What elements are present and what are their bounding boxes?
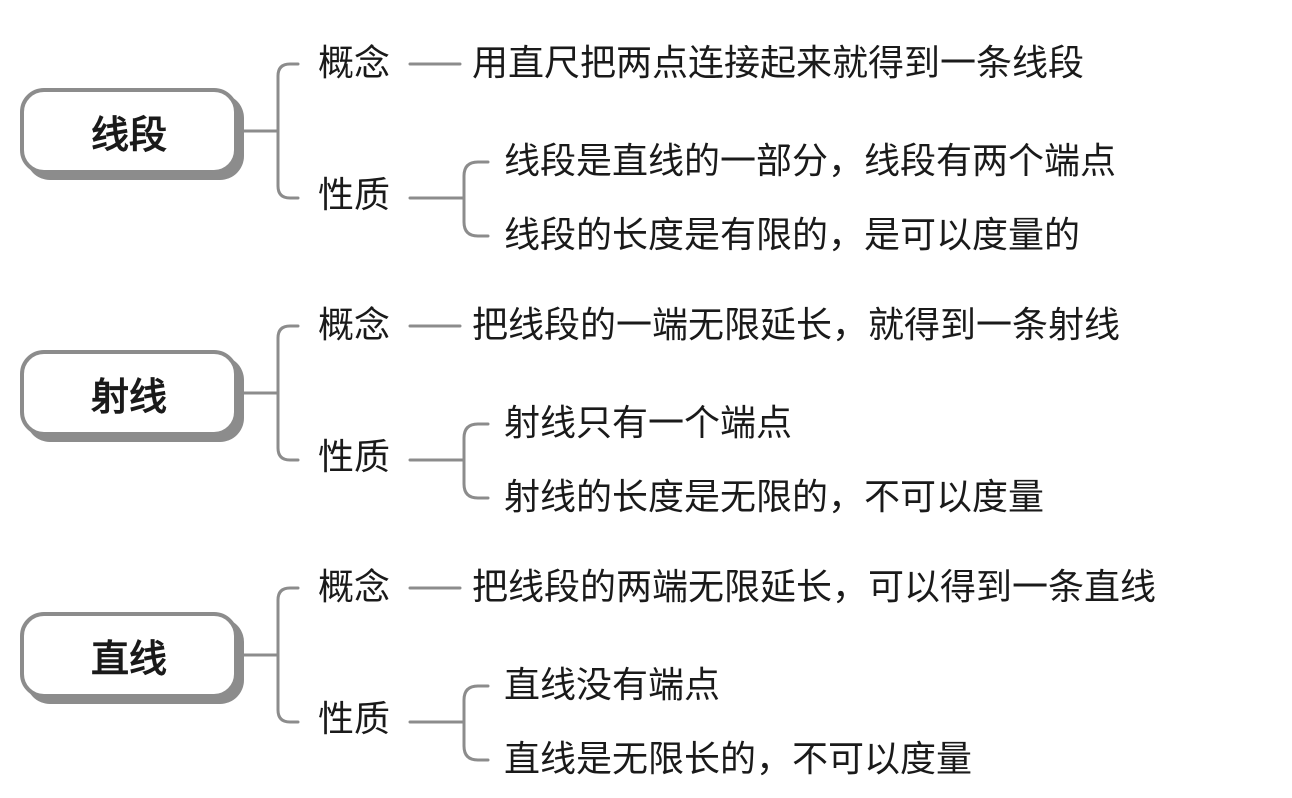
concept-label-straight-line: 概念	[318, 567, 391, 608]
connector-property-bracket-ray	[462, 422, 490, 500]
property-item-line-segment-2: 线段的长度是有限的，是可以度量的	[504, 215, 1081, 256]
concept-text-line-segment: 用直尺把两点连接起来就得到一条线段	[472, 43, 1085, 84]
topic-box-line-segment: 线段	[20, 88, 238, 174]
property-label-straight-line: 性质	[318, 699, 391, 740]
topic-box-straight-line: 直线	[20, 612, 238, 698]
concept-text-straight-line: 把线段的两端无限延长，可以得到一条直线	[472, 567, 1157, 608]
property-item-line-segment-1: 线段是直线的一部分，线段有两个端点	[504, 141, 1117, 182]
property-item-straight-line-2: 直线是无限长的，不可以度量	[504, 739, 973, 780]
connector-main-bracket-line-segment	[276, 62, 300, 200]
concept-label-ray: 概念	[318, 305, 391, 346]
property-item-straight-line-1: 直线没有端点	[504, 665, 721, 706]
concept-text-ray: 把线段的一端无限延长，就得到一条射线	[472, 305, 1121, 346]
connector-property-bracket-straight-line	[462, 684, 490, 762]
property-item-ray-1: 射线只有一个端点	[504, 403, 793, 444]
connector-property-bracket-line-segment	[462, 160, 490, 238]
concept-label-line-segment: 概念	[318, 43, 391, 84]
property-item-ray-2: 射线的长度是无限的，不可以度量	[504, 477, 1045, 518]
connector-main-bracket-straight-line	[276, 586, 300, 724]
topic-box-ray: 射线	[20, 350, 238, 436]
connector-main-bracket-ray	[276, 324, 300, 462]
property-label-line-segment: 性质	[318, 175, 391, 216]
property-label-ray: 性质	[318, 437, 391, 478]
